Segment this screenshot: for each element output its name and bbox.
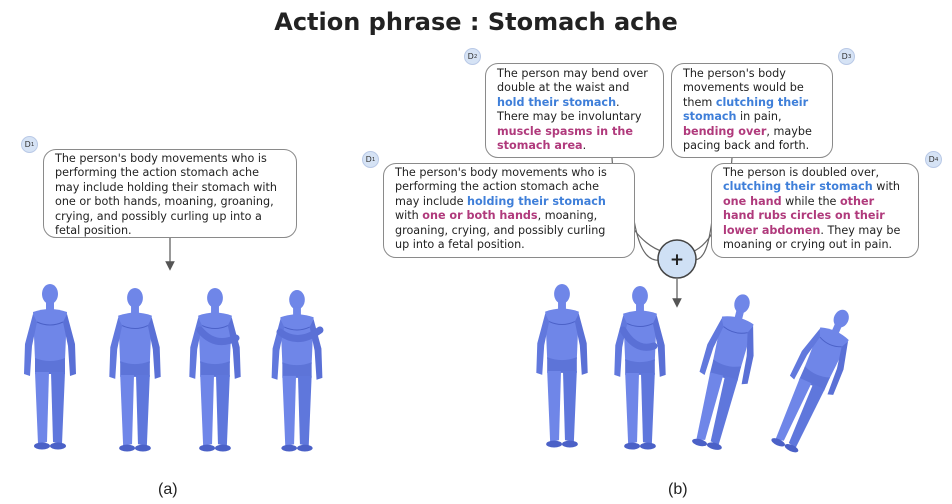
description-text: .: [582, 139, 587, 153]
description-text: , maybe pacing back and forth.: [683, 124, 812, 153]
description-text: with: [872, 180, 901, 194]
figure-b4: [761, 300, 868, 459]
highlight-blue-text: clutching their stomach: [683, 95, 809, 124]
figure-b2-arm: [619, 326, 658, 351]
figure-a4: [271, 289, 323, 453]
figure-a3-arm: [196, 326, 240, 346]
figure-b1: [535, 283, 589, 449]
panel-b-description-d3: The person's body movements would be the…: [671, 63, 833, 158]
description-text: with: [395, 209, 423, 223]
panel-b-description-d1: The person's body movements who is perfo…: [383, 163, 635, 258]
panel-b-description-d4: The person is doubled over, clutching th…: [711, 163, 919, 258]
panel-a-description: The person's body movements who is perfo…: [43, 149, 297, 238]
description-text: The person may bend over double at the w…: [497, 67, 648, 95]
combine-plus: +: [670, 250, 684, 270]
description-text: . There may be involuntary: [497, 95, 642, 124]
description-text: , moaning, groaning, crying, and possibl…: [395, 209, 606, 252]
highlight-blue-text: clutching their stomach: [723, 180, 873, 194]
highlight-purple-text: bending over: [683, 124, 767, 138]
figure-b2: [613, 285, 667, 451]
combine-circle: [657, 239, 697, 279]
description-text: . They may be moaning or crying out in p…: [723, 223, 901, 252]
caption-a: (a): [158, 481, 178, 498]
panel-b-description-d2: The person may bend over double at the w…: [485, 63, 664, 158]
description-text: in pain,: [736, 110, 782, 124]
description-text: The person's body movements who is perfo…: [395, 166, 607, 208]
description-text: The person's body movements would be the…: [683, 67, 804, 109]
caption-b: (b): [668, 481, 688, 498]
page-title: Action phrase : Stomach ache: [274, 8, 678, 36]
figure-a2: [108, 287, 162, 453]
figure-a1: [23, 283, 77, 450]
highlight-purple-text: other hand rubs circles on their lower a…: [723, 194, 885, 237]
highlight-blue-text: holding their stomach: [467, 194, 606, 208]
figure-a3: [188, 287, 242, 453]
connector-d1: [633, 219, 663, 261]
description-text: while the: [781, 194, 840, 208]
figure-a4-arm: [276, 326, 324, 342]
figure-b3: [681, 288, 769, 455]
highlight-purple-text: one or both hands: [422, 209, 538, 223]
description-text: The person is doubled over,: [723, 166, 880, 179]
highlight-purple-text: muscle spasms in the stomach area: [497, 124, 633, 153]
highlight-purple-text: one hand: [723, 194, 782, 208]
connector-d4: [693, 219, 713, 261]
highlight-blue-text: hold their stomach: [497, 95, 617, 109]
